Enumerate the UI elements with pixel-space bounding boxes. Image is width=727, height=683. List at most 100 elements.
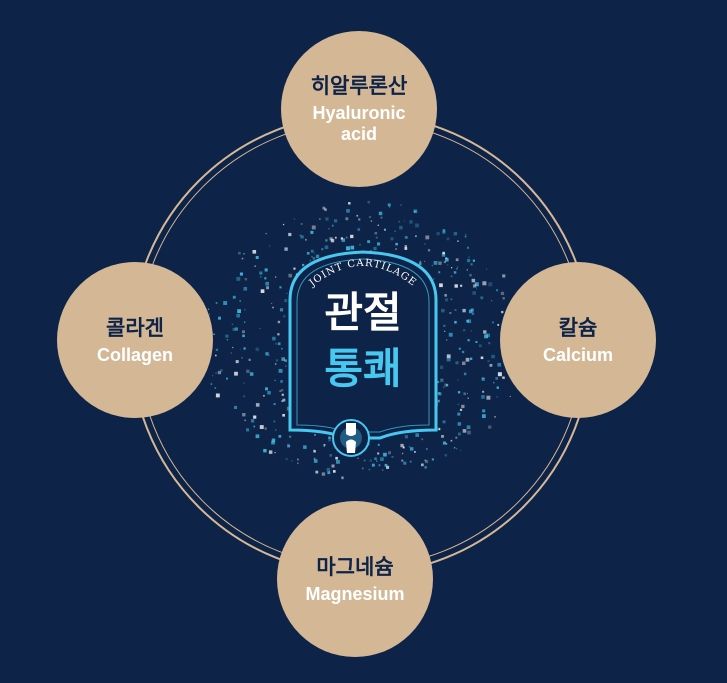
particle-dot: [482, 281, 487, 286]
particle-dot: [255, 347, 259, 352]
particle-dot: [237, 309, 241, 313]
particle-dot: [277, 320, 281, 324]
particle-dot: [465, 357, 470, 362]
particle-dot: [331, 224, 334, 227]
particle-dot: [367, 240, 371, 244]
particle-dot: [328, 436, 331, 439]
particle-dot: [453, 232, 458, 236]
particle-dot: [466, 425, 471, 430]
particle-dot: [370, 220, 373, 222]
particle-dot: [442, 230, 446, 234]
particle-dot: [289, 435, 292, 438]
particle-dot: [218, 316, 221, 320]
particle-dot: [333, 470, 336, 473]
particle-dot: [441, 435, 444, 438]
particle-dot: [461, 404, 465, 409]
particle-dot: [436, 399, 440, 403]
particle-dot: [445, 443, 448, 445]
particle-dot: [399, 225, 403, 230]
particle-dot: [361, 467, 364, 470]
particle-dot: [225, 334, 229, 338]
particle-dot: [414, 451, 416, 453]
particle-dot: [244, 308, 246, 311]
particle-dot: [386, 465, 390, 469]
particle-dot: [378, 464, 381, 467]
particle-dot: [264, 268, 268, 272]
particle-dot: [441, 378, 443, 381]
particle-dot: [398, 220, 401, 223]
particle-dot: [494, 416, 496, 418]
particle-dot: [431, 264, 433, 267]
particle-dot: [238, 251, 241, 255]
particle-dot: [425, 235, 430, 240]
particle-dot: [418, 262, 422, 266]
particle-dot: [363, 459, 366, 462]
particle-dot: [212, 375, 214, 377]
particle-dot: [207, 308, 210, 310]
particle-dot: [234, 405, 238, 409]
particle-dot: [291, 460, 293, 462]
particle-dot: [280, 380, 283, 383]
particle-dot: [319, 218, 321, 220]
particle-dot: [330, 238, 335, 243]
particle-dot: [441, 308, 445, 313]
particle-dot: [265, 352, 269, 356]
particle-dot: [442, 229, 446, 232]
particle-dot: [467, 397, 469, 399]
particle-dot: [326, 467, 331, 472]
particle-dot: [462, 308, 466, 313]
particle-dot: [381, 469, 384, 471]
node-magnesium: 마그네슘 Magnesium: [277, 501, 433, 657]
particle-dot: [274, 452, 276, 454]
particle-dot: [482, 409, 486, 413]
particle-dot: [419, 260, 422, 263]
particle-dot: [300, 223, 303, 225]
particle-dot: [446, 357, 451, 362]
particle-dot: [236, 313, 240, 318]
particle-dot: [313, 252, 315, 254]
node-english-label: Calcium: [542, 344, 614, 365]
particle-dot: [460, 449, 462, 451]
particle-dot: [223, 301, 228, 305]
particle-dot: [358, 218, 361, 221]
particle-dot: [275, 359, 279, 362]
particle-dot: [305, 238, 307, 241]
particle-dot: [401, 459, 404, 462]
particle-dot: [281, 357, 285, 361]
particle-dot: [489, 364, 493, 367]
particle-dot: [248, 358, 251, 361]
particle-dot: [254, 265, 256, 267]
particle-dot: [367, 200, 370, 204]
particle-dot: [445, 258, 449, 262]
particle-dot: [383, 452, 387, 457]
particle-dot: [443, 324, 446, 327]
particle-dot: [323, 445, 325, 447]
particle-dot: [310, 249, 314, 253]
particle-dot: [321, 472, 326, 476]
particle-dot: [390, 237, 394, 241]
particle-dot: [235, 360, 239, 364]
particle-dot: [314, 434, 316, 436]
particle-dot: [309, 259, 312, 262]
particle-dot: [443, 260, 446, 264]
particle-dot: [243, 253, 245, 255]
particle-dot: [438, 428, 441, 430]
particle-dot: [313, 459, 318, 463]
particle-dot: [226, 339, 229, 341]
particle-dot: [322, 206, 326, 210]
particle-dot: [483, 330, 487, 334]
particle-dot: [259, 327, 261, 330]
particle-dot: [287, 443, 289, 445]
particle-dot: [497, 372, 502, 377]
particle-dot: [404, 435, 408, 439]
particle-dot: [424, 466, 427, 469]
particle-dot: [255, 256, 259, 259]
particle-dot: [312, 257, 316, 260]
particle-dot: [287, 444, 291, 448]
particle-dot: [458, 432, 461, 436]
particle-dot: [487, 359, 490, 363]
particle-dot: [456, 448, 458, 450]
particle-dot: [299, 234, 302, 237]
particle-dot: [348, 202, 351, 205]
particle-dot: [239, 348, 241, 350]
